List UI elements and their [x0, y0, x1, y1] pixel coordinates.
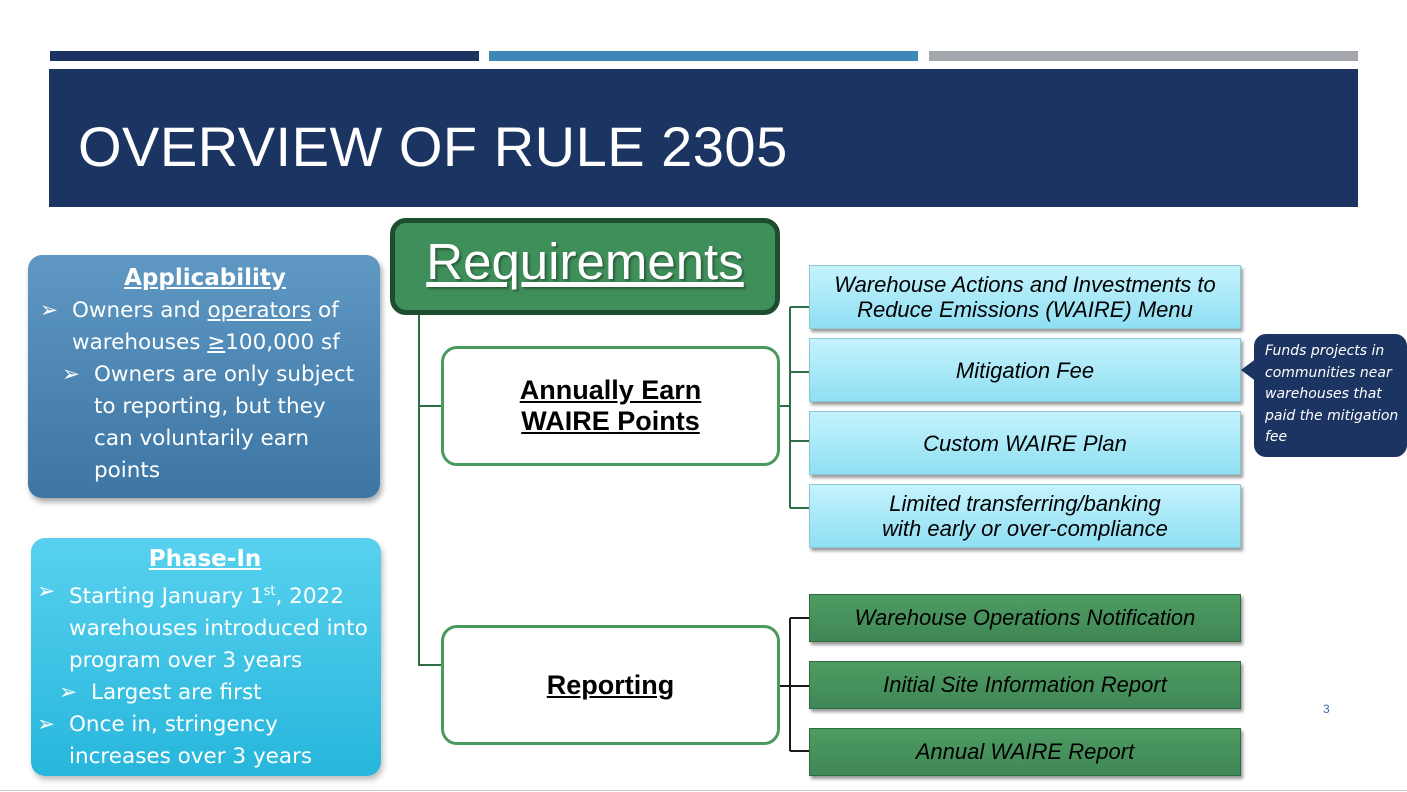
arrow-right-icon: ➢ [59, 680, 78, 706]
applicability-heading: Applicability [124, 265, 286, 291]
phase-in-bullet-3: ➢ Once in, stringency increases over 3 y… [37, 709, 373, 773]
report-item-annual-report: Annual WAIRE Report [809, 728, 1241, 776]
bottom-divider [0, 790, 1407, 791]
earn-option-transfer-banking: Limited transferring/banking with early … [809, 484, 1241, 548]
phase-in-box: Phase-In ➢ Starting January 1st, 2022 wa… [31, 538, 381, 776]
reporting-box: Reporting [441, 625, 780, 745]
mitigation-fee-callout: Funds projects in communities near wareh… [1254, 334, 1407, 457]
requirements-box: Requirements [390, 218, 780, 315]
earn-option-waire-menu: Warehouse Actions and Investments to Red… [809, 265, 1241, 329]
header-stripe-blue [489, 51, 918, 61]
earn-option-custom-plan: Custom WAIRE Plan [809, 411, 1241, 475]
arrow-right-icon: ➢ [62, 362, 81, 387]
earn-option-mitigation-fee: Mitigation Fee [809, 338, 1241, 402]
applicability-bullet-2: ➢ Owners are only subject to reporting, … [40, 359, 370, 487]
phase-in-bullet-2: ➢ Largest are first [37, 677, 373, 709]
arrow-right-icon: ➢ [37, 712, 56, 738]
slide-title: OVERVIEW OF RULE 2305 [78, 115, 788, 178]
arrow-right-icon: ➢ [40, 298, 59, 323]
annually-earn-box: Annually Earn WAIRE Points [441, 346, 780, 466]
title-bar: OVERVIEW OF RULE 2305 [49, 69, 1358, 207]
phase-in-bullet-1: ➢ Starting January 1st, 2022 warehouses … [37, 576, 373, 677]
requirements-label: Requirements [426, 233, 744, 290]
applicability-box: Applicability ➢ Owners and operators of … [28, 255, 380, 498]
report-item-initial-site-report: Initial Site Information Report [809, 661, 1241, 709]
header-stripe-gray [929, 51, 1358, 61]
page-number: 3 [1323, 702, 1330, 716]
callout-pointer [1241, 358, 1257, 382]
header-stripe-dark [50, 51, 479, 61]
applicability-bullet-1: ➢ Owners and operators of warehouses ≥10… [40, 295, 370, 359]
arrow-right-icon: ➢ [37, 579, 56, 604]
report-item-operations-notification: Warehouse Operations Notification [809, 594, 1241, 642]
phase-in-heading: Phase-In [148, 546, 262, 572]
connector-requirements-trunk [418, 315, 441, 666]
